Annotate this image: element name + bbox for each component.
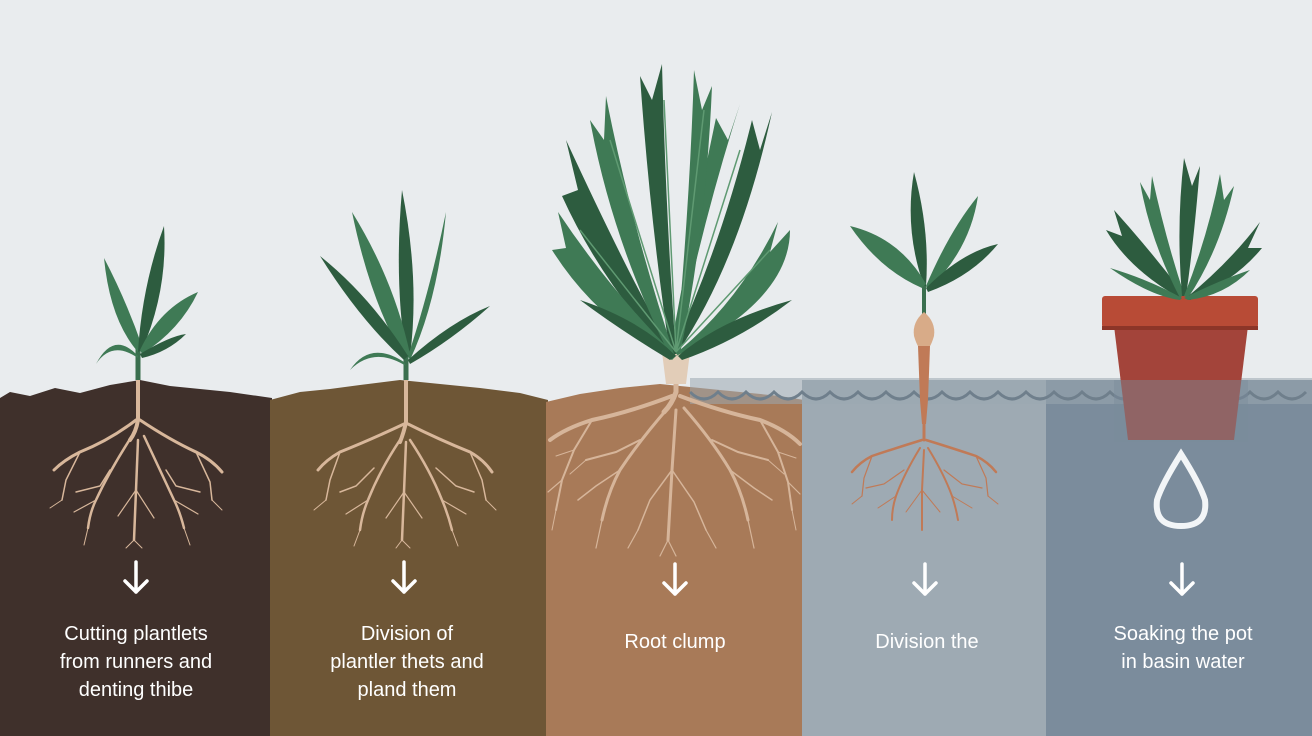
- plant-3-leaf: [672, 112, 772, 352]
- plant-5-leaf: [1179, 158, 1200, 296]
- panel-3-soil: [546, 384, 804, 736]
- plant-3-leaf: [678, 300, 792, 360]
- plant-4-leaf: [850, 226, 926, 288]
- step-5-label-line: Soaking the pot: [1113, 623, 1253, 645]
- plant-1: [49, 226, 224, 549]
- plant-4-leaf: [926, 196, 978, 290]
- step-3-label-line: Root clump: [624, 631, 726, 653]
- plant-5: [1102, 158, 1262, 442]
- plant-5-leaf: [1184, 270, 1250, 300]
- step-2-label-line: Division of: [360, 623, 454, 645]
- plant-2-leaf: [398, 190, 414, 356]
- plant-4-leaf: [926, 244, 998, 292]
- plant-5-pot-body: [1114, 326, 1248, 440]
- step-5-label: Soaking the pot in basin water: [1066, 620, 1300, 676]
- plant-3: [547, 64, 802, 557]
- step-2-label: Division of plantler thets and pland the…: [292, 620, 522, 704]
- plant-3-leaf: [640, 64, 676, 354]
- plant-1-leaf: [140, 334, 186, 358]
- plant-3-leaf-veins: [579, 99, 771, 353]
- step-4-label: Division the: [814, 628, 1040, 656]
- step-1-label: Cutting plantlets from runners and denti…: [26, 620, 246, 704]
- plant-3-leaf: [676, 70, 712, 354]
- plant-3-leaf: [676, 222, 790, 356]
- plant-1-leaf: [140, 292, 198, 354]
- plant-5-leaf: [1140, 176, 1184, 298]
- plant-5-pot-rim-shadow: [1102, 326, 1258, 330]
- plant-2-leaf: [408, 306, 490, 364]
- plant-3-leaf: [590, 96, 674, 356]
- plant-3-crown: [662, 352, 690, 384]
- plant-5-leaf: [1106, 210, 1182, 298]
- plant-2-leaf: [350, 352, 406, 370]
- water-drop-icon: [1153, 448, 1209, 530]
- step-5-label-line: in basin water: [1121, 651, 1245, 673]
- plant-5-leaf: [1110, 268, 1182, 300]
- step-2-label-line: pland them: [357, 679, 457, 701]
- step-4-label-line: Division the: [875, 631, 979, 653]
- plant-1-leaf: [138, 226, 165, 352]
- plant-4-roots: [850, 418, 999, 531]
- plant-4-bulb: [913, 312, 935, 352]
- plant-2-leaf: [352, 212, 410, 358]
- plant-3-leaf: [580, 300, 676, 360]
- plant-3-leaf: [562, 140, 676, 356]
- plant-3-roots: [547, 349, 802, 557]
- step-1-label-line: denting thibe: [78, 679, 194, 701]
- down-arrow-icon: [662, 562, 688, 596]
- plant-2: [313, 190, 497, 549]
- plant-1-roots: [49, 376, 224, 549]
- plant-5-leaf: [1186, 222, 1262, 300]
- plant-3-leaf: [552, 212, 676, 360]
- plant-4-neck: [918, 346, 930, 424]
- plant-5-leaf: [1184, 174, 1234, 298]
- plant-5-pot-rim: [1102, 296, 1258, 328]
- step-2-label-line: plantler thets and: [330, 651, 484, 673]
- plant-1-leaf: [96, 344, 138, 364]
- down-arrow-icon: [912, 562, 938, 596]
- plant-1-leaf: [104, 258, 142, 352]
- step-1-label-line: Cutting plantlets: [64, 623, 208, 645]
- down-arrow-icon: [123, 560, 149, 594]
- step-1-label-line: from runners and: [59, 651, 213, 673]
- plant-4: [850, 172, 999, 531]
- plant-5-pot-submerged: [1114, 380, 1248, 442]
- down-arrow-icon: [1169, 562, 1195, 596]
- panel-2-soil: [270, 380, 548, 736]
- plant-2-leaf: [408, 212, 446, 360]
- plant-2-roots: [313, 376, 497, 549]
- step-3-label: Root clump: [562, 628, 788, 656]
- plant-4-leaf: [910, 172, 927, 286]
- down-arrow-icon: [391, 560, 417, 594]
- plant-2-leaf: [320, 256, 408, 360]
